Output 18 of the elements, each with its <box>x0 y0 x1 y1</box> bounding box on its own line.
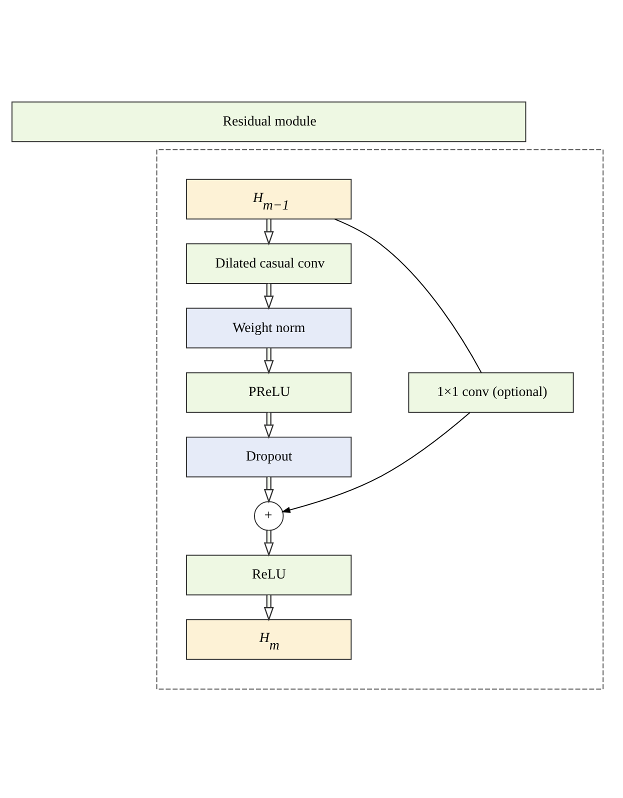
arrow <box>264 283 274 310</box>
arrow <box>264 412 274 438</box>
node-box: Dropout <box>186 436 352 477</box>
arrow <box>264 476 274 503</box>
arrow <box>264 348 274 374</box>
node-box: ReLU <box>186 554 352 595</box>
arrow <box>264 218 274 245</box>
node-box: 1×1 conv (optional) <box>408 372 574 412</box>
arrow <box>264 594 274 621</box>
node-circle: + <box>254 500 284 530</box>
cluster <box>156 148 604 690</box>
arrow <box>281 412 470 512</box>
node-box: Residual module <box>12 100 526 142</box>
connector <box>334 218 482 373</box>
node-box: Weight norm <box>186 307 352 348</box>
node-box: Dilated casual conv <box>186 242 352 284</box>
arrow <box>264 530 274 556</box>
node-box: PReLU <box>186 372 352 412</box>
